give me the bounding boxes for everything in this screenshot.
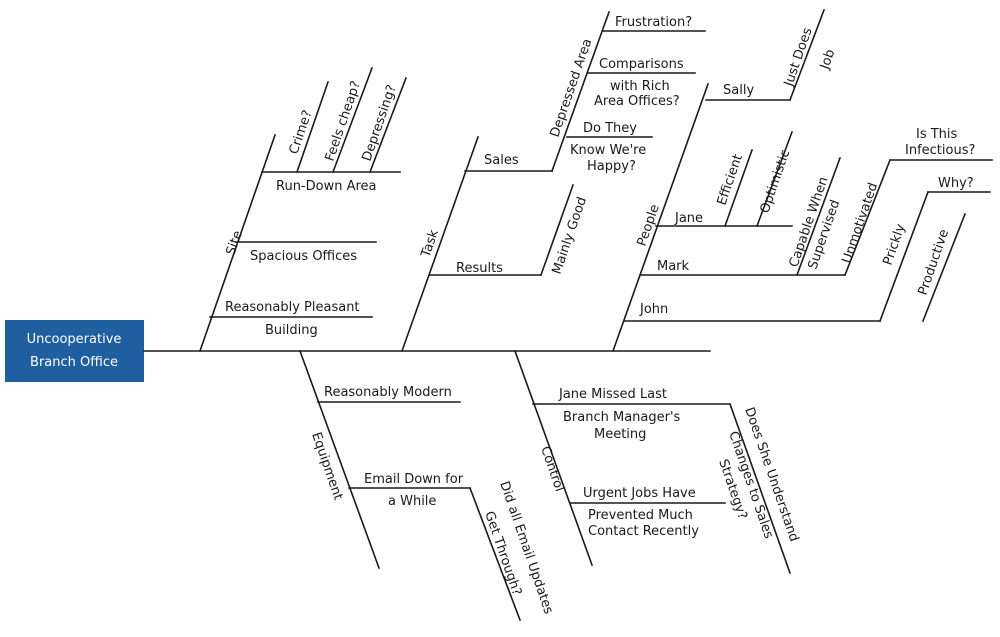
pleasant-label-1: Reasonably Pleasant <box>225 300 360 315</box>
task-label: Task <box>418 227 442 260</box>
sally-label: Sally <box>723 83 754 98</box>
jane-missed-label-2: Branch Manager's <box>563 410 681 425</box>
site-label: Site <box>224 229 246 257</box>
infectious-label-2: Infectious? <box>905 143 975 158</box>
category-equipment: Equipment Reasonably Modern Email Down f… <box>298 349 556 622</box>
unmotivated-label: Unmotivated <box>840 181 882 265</box>
email-label-2: a While <box>388 494 436 509</box>
do-they-label-1: Do They <box>583 121 637 136</box>
equipment-label: Equipment <box>308 430 345 502</box>
urgent-jobs-label-2: Prevented Much <box>588 508 693 523</box>
problem-head: Uncooperative Branch Office <box>5 320 144 382</box>
john-label: John <box>639 302 668 317</box>
prickly-label: Prickly <box>881 222 909 267</box>
depressing-label: Depressing? <box>360 83 400 163</box>
mark-label: Mark <box>657 259 690 274</box>
comparisons-label-1: Comparisons <box>599 57 684 72</box>
problem-box <box>5 320 144 382</box>
comparisons-label-3: Area Offices? <box>594 94 680 109</box>
do-they-label-2: Know We're <box>570 143 646 158</box>
run-down-label: Run-Down Area <box>276 179 377 194</box>
category-task: Task Sales Depressed Area Frustration? C… <box>400 10 706 353</box>
sales-label: Sales <box>484 153 519 168</box>
urgent-jobs-label-3: Contact Recently <box>588 524 699 539</box>
do-they-label-3: Happy? <box>587 159 636 174</box>
problem-line-1: Uncooperative <box>27 332 122 347</box>
task-bone <box>400 135 480 353</box>
site-bone <box>198 133 277 353</box>
people-bone <box>611 82 710 353</box>
spacious-label: Spacious Offices <box>250 249 357 264</box>
urgent-jobs-label-1: Urgent Jobs Have <box>583 486 696 501</box>
jane-missed-label-3: Meeting <box>594 427 646 442</box>
modern-label: Reasonably Modern <box>324 385 452 400</box>
just-does-label: Just Does <box>781 26 815 90</box>
pleasant-label-2: Building <box>265 323 318 338</box>
comparisons-label-2: with Rich <box>610 79 670 94</box>
category-site: Site Run-Down Area Crime? Feels cheap? D… <box>198 66 408 353</box>
infectious-label-1: Is This <box>916 127 958 142</box>
control-bone <box>513 349 594 567</box>
jane-label: Jane <box>674 211 703 226</box>
job-label: Job <box>817 47 838 72</box>
jane-missed-label-1: Jane Missed Last <box>558 387 667 402</box>
why-label: Why? <box>938 176 974 191</box>
equipment-bone <box>298 349 381 570</box>
depressed-area-line <box>550 10 611 173</box>
problem-line-2: Branch Office <box>30 355 118 370</box>
frustration-label: Frustration? <box>615 15 692 30</box>
category-control: Control Jane Missed Last Branch Manager'… <box>513 349 801 575</box>
feels-cheap-label: Feels cheap? <box>323 79 364 163</box>
control-label: Control <box>537 444 566 493</box>
email-label-1: Email Down for <box>364 472 464 487</box>
results-label: Results <box>456 261 503 276</box>
optimistic-label: Optimistic <box>758 148 794 215</box>
